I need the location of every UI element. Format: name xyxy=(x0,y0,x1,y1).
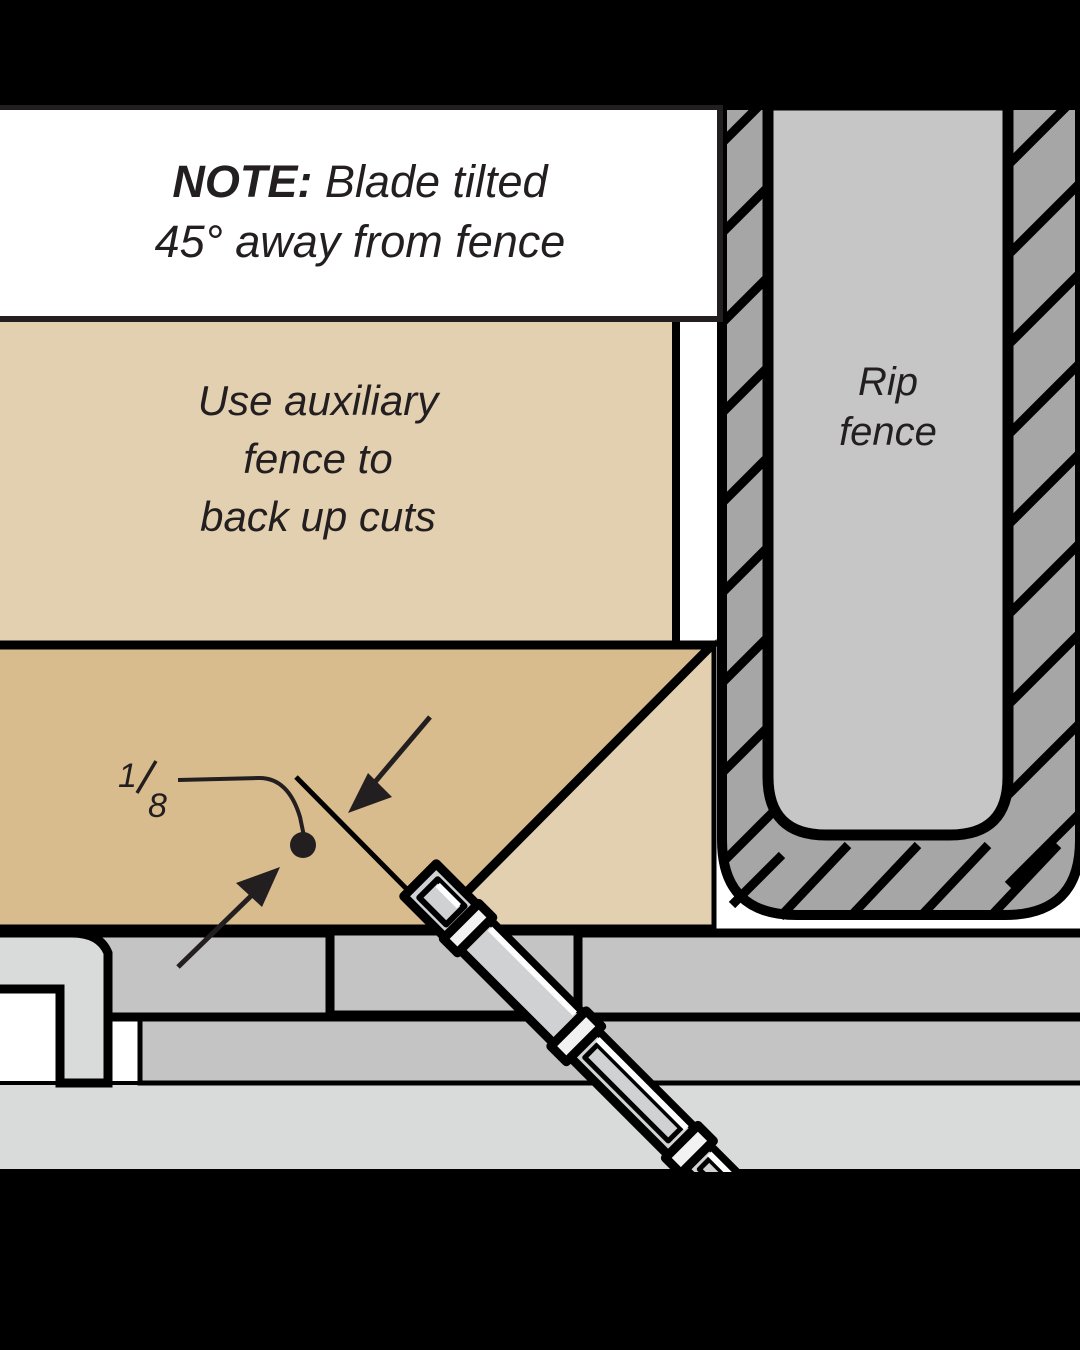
aux-fence-label-line1: Use auxiliary xyxy=(198,377,441,424)
fraction-denominator: 8 xyxy=(148,787,167,825)
blade-segment-tip-inner xyxy=(416,876,468,928)
letterbox-bottom xyxy=(0,1172,1080,1350)
note-line2: 45° away from fence xyxy=(155,216,566,267)
blade-segment-4-inner xyxy=(696,1156,796,1172)
blade-segment-3-inner xyxy=(582,1042,684,1144)
aux-fence-label-line3: back up cuts xyxy=(200,493,436,540)
workpiece-board xyxy=(0,640,723,934)
note-label: NOTE: xyxy=(172,156,312,207)
svg-text:NOTE: Blade tilted: NOTE: Blade tilted xyxy=(172,156,549,207)
rip-fence-label-line1: Rip xyxy=(858,360,918,404)
dimension-callout-eighth: 1 8 xyxy=(118,757,316,858)
leader-dot xyxy=(290,832,316,858)
saw-blade xyxy=(399,859,812,1172)
rip-fence-outline xyxy=(717,105,1080,920)
note-callout-box: NOTE: Blade tilted 45° away from fence xyxy=(0,105,723,322)
blade-segment-4 xyxy=(680,1140,812,1172)
blade-collar-2 xyxy=(546,1006,607,1067)
arrow-from-lower-left xyxy=(176,867,280,969)
fraction-numerator: 1 xyxy=(118,757,137,795)
rip-fence-core xyxy=(762,105,1014,841)
arrow-from-upper-right xyxy=(348,715,432,813)
blade-collar-3 xyxy=(660,1120,718,1172)
table-base-slab xyxy=(0,1081,1080,1172)
technical-illustration: Rip fence xyxy=(0,105,1080,1172)
rip-fence-assembly: Rip fence xyxy=(717,105,1080,921)
blade-highlights xyxy=(435,882,801,1172)
auxiliary-fence-board: Use auxiliary fence to back up cuts xyxy=(0,313,680,649)
note-line1-rest: Blade tilted xyxy=(312,156,549,207)
aux-fence-label-line2: fence to xyxy=(243,435,392,482)
rip-fence-label-line2: fence xyxy=(839,410,937,454)
dimension-leader xyxy=(177,775,307,842)
fraction-one-eighth: 1 8 xyxy=(118,757,167,825)
letterbox-top xyxy=(0,0,1080,105)
